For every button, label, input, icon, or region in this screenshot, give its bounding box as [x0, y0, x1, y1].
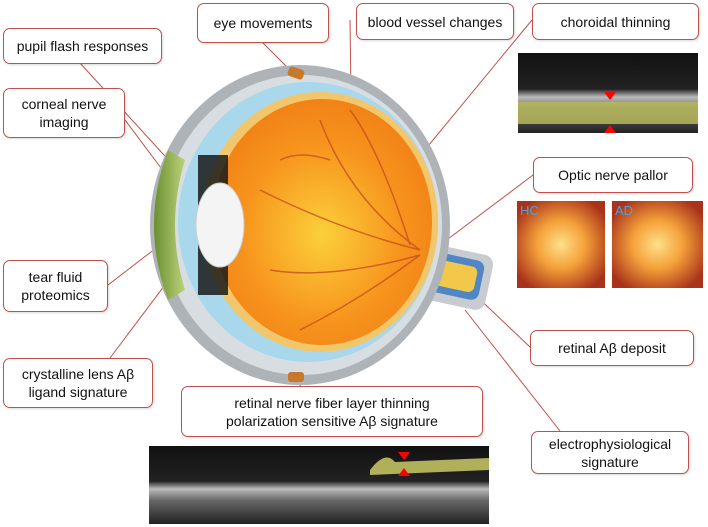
- rnfl-line-1: retinal nerve fiber layer thinning: [234, 394, 430, 411]
- eyeball: [150, 65, 494, 385]
- fundus-ad-label: AD: [615, 203, 634, 218]
- label-tear-fluid: tear fluid proteomics: [3, 260, 108, 312]
- fundus-hc-label: HC: [520, 203, 539, 218]
- label-optic-nerve: Optic nerve pallor: [533, 157, 693, 193]
- label-pupil-flash: pupil flash responses: [3, 28, 162, 64]
- label-electrophysiological: electrophysiological signature: [531, 431, 689, 474]
- label-retinal-ab: retinal Aβ deposit: [530, 330, 694, 366]
- label-eye-movements: eye movements: [197, 3, 329, 43]
- choroid-oct-image: [518, 53, 698, 133]
- label-rnfl: retinal nerve fiber layer thinning polar…: [181, 386, 483, 437]
- rnfl-line-2: polarization sensitive Aβ signature: [226, 412, 438, 429]
- fundus-ad-image: [612, 201, 703, 288]
- label-choroidal: choroidal thinning: [532, 3, 699, 40]
- fundus-hc-image: [517, 201, 605, 288]
- label-blood-vessel: blood vessel changes: [356, 3, 514, 40]
- label-crystalline-lens: crystalline lens Aβ ligand signature: [3, 358, 153, 408]
- label-corneal-nerve: corneal nerve imaging: [3, 88, 125, 138]
- rnfl-oct-image: [149, 446, 489, 524]
